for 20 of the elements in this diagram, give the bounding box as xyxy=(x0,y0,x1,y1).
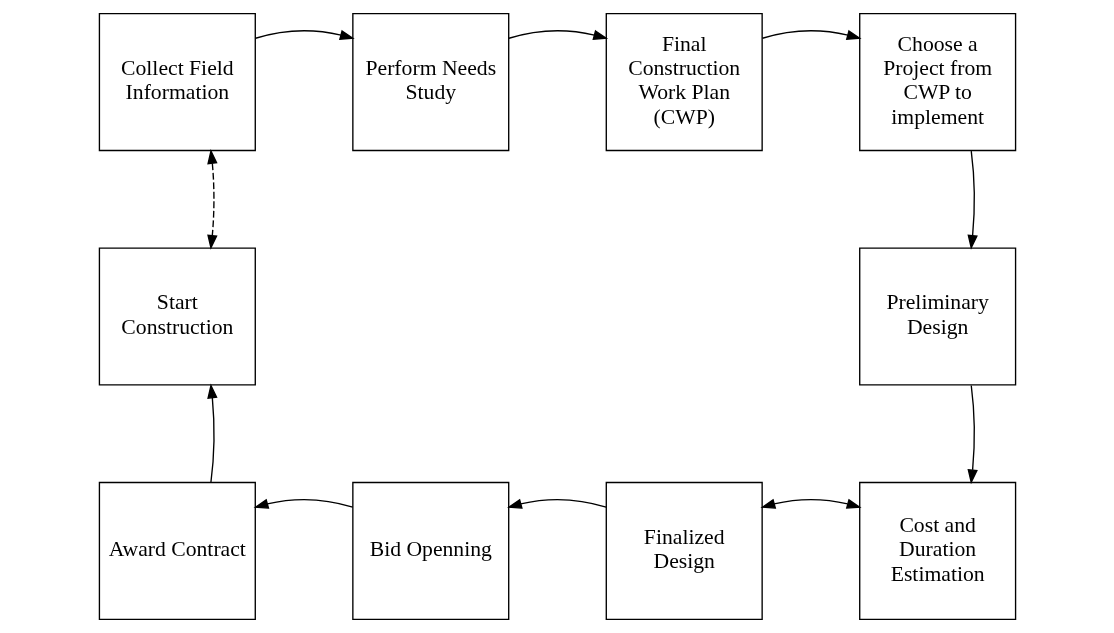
arrow xyxy=(759,498,862,509)
arrow xyxy=(761,29,862,40)
node-box: Choose a Project from CWP to implement xyxy=(858,12,1016,152)
arrow xyxy=(966,384,978,485)
arrow xyxy=(506,498,607,509)
node-box: Preliminary Design xyxy=(858,247,1016,386)
node-box: Start Construction xyxy=(98,247,256,386)
arrow xyxy=(253,498,353,509)
node-box: Award Contract xyxy=(98,481,256,621)
node-box: Perform Needs Study xyxy=(351,12,509,152)
arrow xyxy=(507,29,608,40)
arrow xyxy=(254,29,355,40)
node-box: Finalized Design xyxy=(605,481,763,621)
node-box: Final Construction Work Plan (CWP) xyxy=(605,12,763,152)
arrow xyxy=(206,383,218,483)
arrow xyxy=(206,149,218,250)
node-box: Collect Field Information xyxy=(98,12,256,152)
arrow xyxy=(966,150,978,250)
node-box: Bid Openning xyxy=(351,481,509,621)
node-box: Cost and Duration Estimation xyxy=(858,481,1016,621)
